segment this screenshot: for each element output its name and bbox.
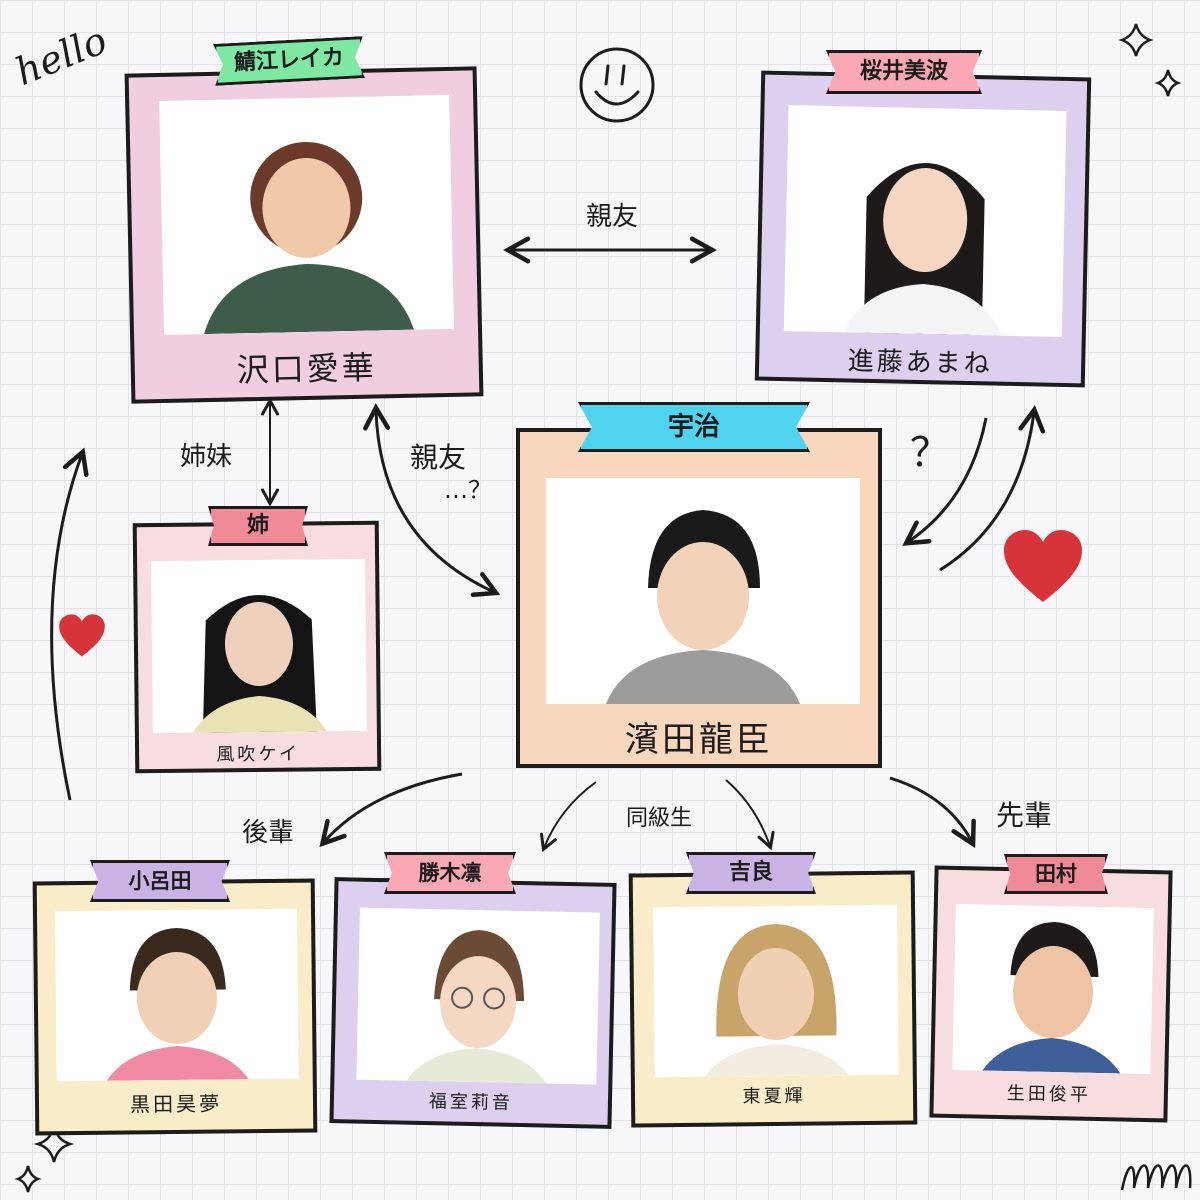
character-card-kuroda: 黒田昊夢 [32,878,318,1136]
sparkle-icon [14,1125,75,1193]
character-card-kazabuki: 風吹ケイ [132,520,382,774]
character-card-higashi: 東夏輝 [628,870,918,1128]
relation-label-classmates: 同級生 [626,806,693,831]
relation-label-sisters: 姉妹 [180,442,233,472]
relation-label-best-friends-question: 親友 [410,441,467,474]
relation-label-question: ？ [910,430,950,476]
character-card-sawaguchi: 沢口愛華 [124,66,484,404]
portrait-icon [54,908,299,1082]
sparkle-icon [1118,23,1182,97]
actor-name: 黒田昊夢 [129,1091,223,1117]
scribble-doodle [1120,1164,1192,1191]
role-tag: 勝木凛 [384,852,516,894]
portrait-icon [356,907,600,1085]
character-card-fukumuro: 福室莉音 [329,877,617,1129]
actor-name: 沢口愛華 [236,348,378,390]
arrow-icon [324,772,463,842]
relation-label-junior: 後輩 [242,818,295,848]
character-card-shindo: 進藤あまね [754,70,1092,388]
actor-name: 風吹ケイ [216,743,301,766]
actor-name: 生田俊平 [1006,1083,1092,1106]
role-tag: 姉 [208,506,308,546]
portrait-icon [952,903,1154,1075]
portrait-icon [151,558,367,734]
role-tag: 吉良 [686,852,816,894]
relation-label-best-friends: 親友 [586,202,639,232]
arrow-icon [889,776,972,842]
role-tag: 宇治 [578,402,810,452]
character-card-ikuta: 生田俊平 [929,865,1173,1123]
role-tag: 小呂田 [90,860,230,902]
actor-name: 進藤あまね [847,346,993,380]
portrait-icon [783,105,1067,337]
portrait-icon [653,904,899,1078]
arrow-icon [725,779,770,846]
portrait-icon [159,94,454,335]
role-tag: 桜井美波 [826,50,982,94]
role-tag: 鯖江レイカ [213,36,365,86]
role-tag: 田村 [1004,854,1108,894]
portrait-icon [546,478,860,704]
hello-doodle: hello [9,17,113,95]
smiley-icon [579,47,655,123]
relation-label-senior: 先輩 [996,799,1053,832]
heart-icon [1004,530,1082,602]
character-card-hamada: 濱田龍臣 [516,428,882,768]
relation-label-ellipsis-question: …？ [444,476,492,504]
actor-name: 濱田龍臣 [625,720,773,760]
actor-name: 福室莉音 [428,1091,514,1114]
arrow-icon [544,781,597,848]
actor-name: 東夏輝 [742,1085,806,1108]
heart-icon [59,614,105,657]
